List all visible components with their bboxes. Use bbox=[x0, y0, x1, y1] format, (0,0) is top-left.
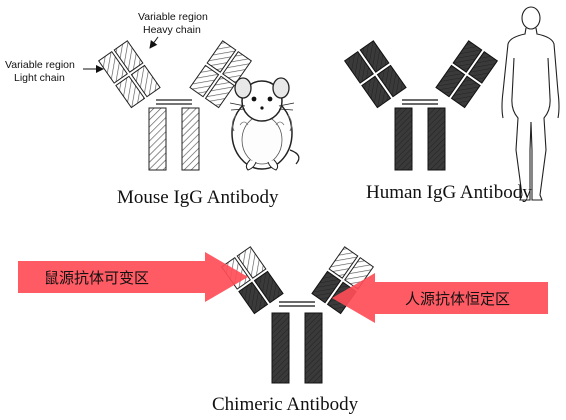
human-heavy-stem-right bbox=[427, 107, 446, 171]
chimeric-heavy-stem-right bbox=[304, 312, 323, 384]
human-antibody bbox=[343, 40, 499, 171]
human-silhouette-icon bbox=[501, 6, 560, 201]
human-constant-arrow-label: 人源抗体恒定区 bbox=[405, 290, 510, 308]
chimeric-antibody bbox=[220, 246, 375, 384]
light-chain-label-line1: Variable region bbox=[5, 59, 75, 71]
human-constant-arrow: 人源抗体恒定区 bbox=[332, 273, 548, 323]
mouse-illustration-icon bbox=[229, 77, 300, 171]
heavy-chain-label-line2: Heavy chain bbox=[143, 24, 201, 36]
chimeric-left-arm bbox=[220, 246, 284, 315]
chimeric-heavy-stem-left bbox=[271, 312, 290, 384]
mouse-right-arm bbox=[189, 40, 253, 109]
mouse-variable-arrow-label: 鼠源抗体可变区 bbox=[44, 269, 149, 287]
human-right-arm bbox=[435, 40, 499, 109]
mouse-heavy-stem-left bbox=[148, 107, 167, 171]
mouse-heavy-stem-right bbox=[181, 107, 200, 171]
light-chain-label-line2: Light chain bbox=[14, 72, 65, 84]
heavy-chain-label-line1: Variable region bbox=[138, 11, 208, 23]
mouse-left-arm bbox=[97, 40, 161, 109]
human-heavy-stem-left bbox=[394, 107, 413, 171]
mouse-variable-arrow: 鼠源抗体可变区 bbox=[18, 252, 248, 302]
mouse-caption: Mouse IgG Antibody bbox=[117, 187, 279, 208]
chimeric-caption: Chimeric Antibody bbox=[212, 394, 359, 415]
human-left-arm bbox=[343, 40, 407, 109]
mouse-antibody bbox=[97, 40, 253, 171]
human-caption: Human IgG Antibody bbox=[366, 182, 532, 203]
